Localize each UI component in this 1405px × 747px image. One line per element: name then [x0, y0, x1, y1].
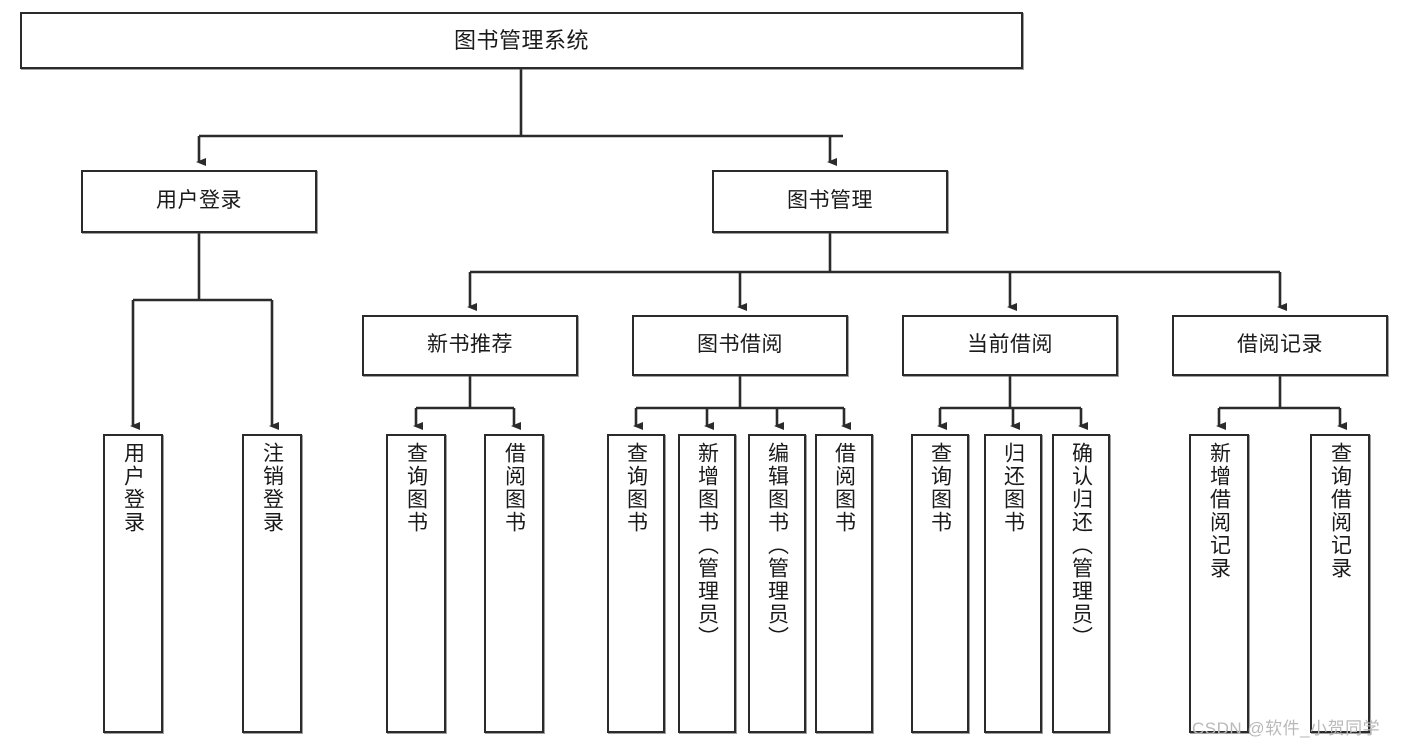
leaf-borrow-book-recommend-label: 借阅图书	[502, 442, 526, 534]
leaf-add-borrow-record-label: 新增借阅记录	[1207, 442, 1231, 580]
node-new-book-recommend[interactable]: 新书推荐	[362, 315, 578, 376]
leaf-query-book-borrow-label: 查询图书	[624, 442, 648, 534]
node-book-borrow[interactable]: 图书借阅	[632, 315, 848, 376]
leaf-edit-book-admin[interactable]: 编辑图书（管理员）	[748, 434, 806, 733]
leaf-logout[interactable]: 注销登录	[242, 434, 302, 733]
node-root-system[interactable]: 图书管理系统	[20, 12, 1023, 69]
leaf-add-borrow-record[interactable]: 新增借阅记录	[1189, 434, 1249, 733]
leaf-query-borrow-record[interactable]: 查询借阅记录	[1310, 434, 1370, 733]
leaf-query-book-current[interactable]: 查询图书	[911, 434, 969, 733]
leaf-borrow-book[interactable]: 借阅图书	[815, 434, 873, 733]
leaf-query-book-borrow[interactable]: 查询图书	[607, 434, 665, 733]
leaf-user-login[interactable]: 用户登录	[103, 434, 163, 733]
node-user-login-label: 用户登录	[156, 189, 242, 213]
node-current-borrow[interactable]: 当前借阅	[902, 315, 1118, 376]
leaf-add-book-admin-label: 新增图书（管理员）	[695, 442, 719, 649]
leaf-query-book-current-label: 查询图书	[928, 442, 952, 534]
leaf-user-login-label: 用户登录	[121, 442, 145, 534]
node-book-borrow-label: 图书借阅	[697, 333, 783, 357]
leaf-return-book-label: 归还图书	[1001, 442, 1025, 534]
leaf-query-book-recommend[interactable]: 查询图书	[386, 434, 446, 733]
leaf-confirm-return-admin[interactable]: 确认归还（管理员）	[1052, 434, 1110, 733]
node-root-label: 图书管理系统	[453, 27, 589, 53]
leaf-query-book-recommend-label: 查询图书	[404, 442, 428, 534]
leaf-borrow-book-recommend[interactable]: 借阅图书	[484, 434, 544, 733]
leaf-edit-book-admin-label: 编辑图书（管理员）	[765, 442, 789, 649]
leaf-add-book-admin[interactable]: 新增图书（管理员）	[678, 434, 736, 733]
node-user-login[interactable]: 用户登录	[81, 170, 317, 233]
node-current-borrow-label: 当前借阅	[967, 333, 1053, 357]
leaf-borrow-book-label: 借阅图书	[832, 442, 856, 534]
node-book-management-label: 图书管理	[787, 189, 873, 213]
node-borrow-record-label: 借阅记录	[1237, 333, 1323, 357]
node-book-management[interactable]: 图书管理	[712, 170, 948, 233]
leaf-return-book[interactable]: 归还图书	[984, 434, 1042, 733]
leaf-confirm-return-admin-label: 确认归还（管理员）	[1069, 442, 1093, 649]
leaf-logout-label: 注销登录	[260, 442, 284, 534]
node-new-book-recommend-label: 新书推荐	[427, 333, 513, 357]
csdn-watermark: CSDN @软件_小贺同学	[1192, 719, 1381, 738]
leaf-query-borrow-record-label: 查询借阅记录	[1328, 442, 1352, 580]
node-borrow-record[interactable]: 借阅记录	[1172, 315, 1388, 376]
